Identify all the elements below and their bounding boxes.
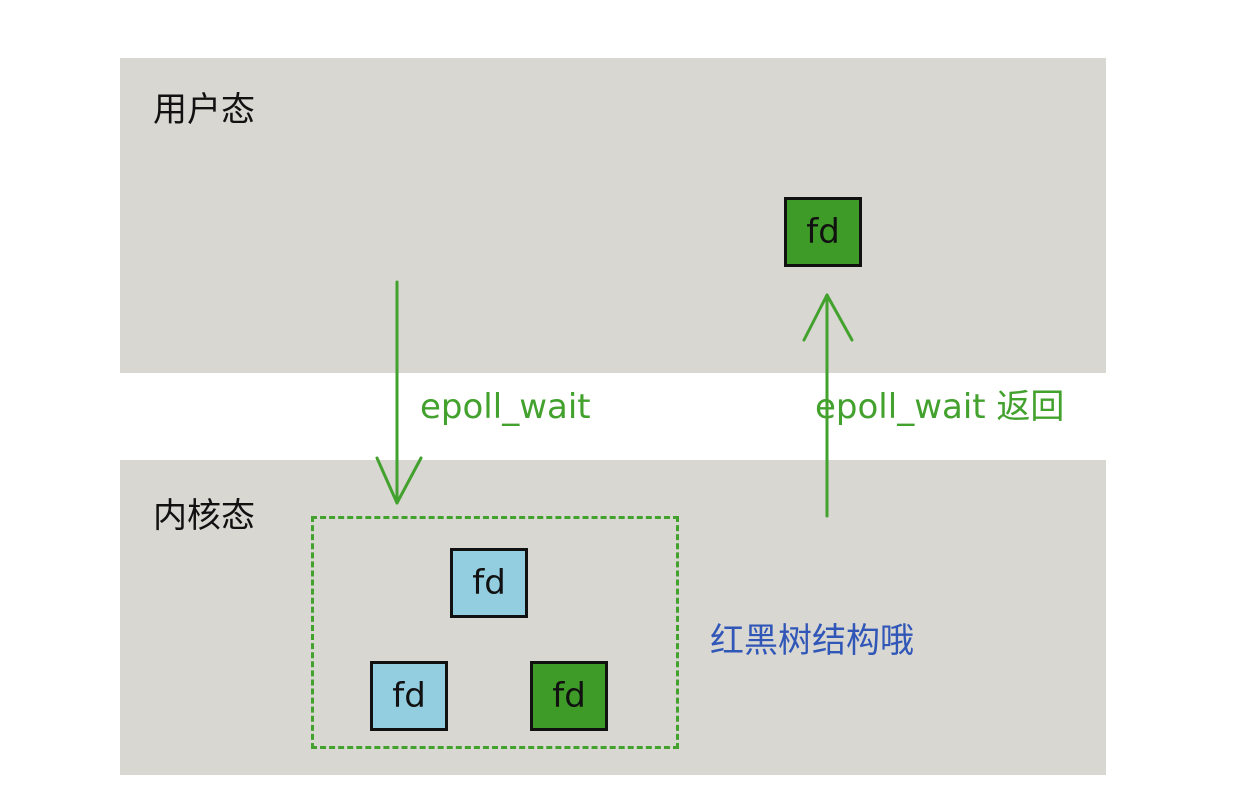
user-space-label: 用户态	[153, 90, 255, 130]
user-space-region	[120, 58, 1106, 373]
tree-fd-root: fd	[450, 548, 528, 618]
red-black-tree-set	[311, 516, 679, 749]
kernel-space-label: 内核态	[153, 496, 255, 536]
kernel-space-region	[120, 460, 1106, 775]
epoll-wait-return-label: epoll_wait 返回	[815, 387, 1065, 427]
epoll-wait-label: epoll_wait	[420, 387, 591, 427]
tree-fd-right-ready: fd	[530, 661, 608, 731]
returned-fd-box: fd	[784, 197, 862, 267]
tree-fd-left: fd	[370, 661, 448, 731]
red-black-tree-caption: 红黑树结构哦	[710, 621, 914, 661]
